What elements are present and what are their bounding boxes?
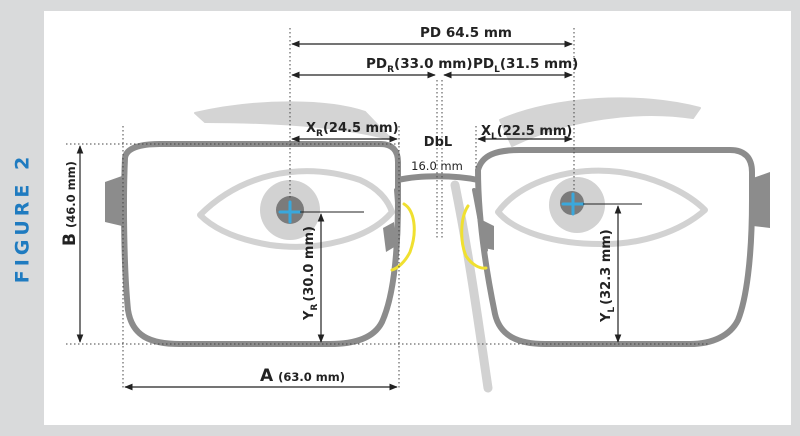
nose-line — [450, 180, 493, 393]
pupil-height-ref-lines — [300, 203, 642, 213]
eyeglass-measurement-diagram: PD 64.5 mm PDR(33.0 mm) PDL(31.5 mm) XR(… — [60, 25, 770, 393]
yl-label: YL(32.3 mm) — [599, 229, 617, 323]
figure-label: FIGURE 2 — [0, 0, 44, 436]
pd-left-label: PDL(31.5 mm) — [473, 56, 578, 75]
right-hinge-block — [383, 222, 396, 252]
eyeglass-frame — [105, 141, 770, 347]
pd-right-label: PDR(33.0 mm) — [366, 56, 473, 75]
dbl-title: DbL — [424, 135, 452, 150]
pd-total-label: PD 64.5 mm — [420, 25, 512, 41]
diagram-panel: PD 64.5 mm PDR(33.0 mm) PDL(31.5 mm) XR(… — [44, 11, 791, 425]
dimension-arrows — [76, 40, 622, 391]
dimension-labels: PD 64.5 mm PDR(33.0 mm) PDL(31.5 mm) XR(… — [60, 25, 617, 386]
right-lens-rim — [121, 141, 401, 347]
left-nose-pad — [460, 204, 488, 270]
right-nose-pad — [390, 202, 416, 272]
reference-lines — [66, 28, 710, 388]
dbl-value: 16.0 mm — [411, 159, 463, 173]
figure-label-text: FIGURE 2 — [11, 152, 33, 284]
yr-label: YR(30.0 mm) — [302, 226, 320, 321]
left-eyebrow — [499, 97, 701, 147]
pupil-markers — [278, 192, 585, 224]
right-pad-arm — [394, 188, 401, 252]
left-temple — [753, 172, 770, 228]
left-eye-outline — [495, 167, 708, 248]
xl-label: XL(22.5 mm) — [481, 124, 572, 142]
xr-label: XR(24.5 mm) — [306, 121, 399, 139]
right-eye-outline — [197, 168, 395, 250]
b-label: B(46.0 mm) — [60, 161, 80, 246]
nose-pads — [390, 202, 488, 272]
left-pad-arm — [472, 188, 488, 252]
bridge — [395, 173, 481, 183]
a-label: A(63.0 mm) — [260, 366, 345, 386]
right-temple — [105, 176, 122, 226]
left-lens-rim — [475, 147, 755, 347]
